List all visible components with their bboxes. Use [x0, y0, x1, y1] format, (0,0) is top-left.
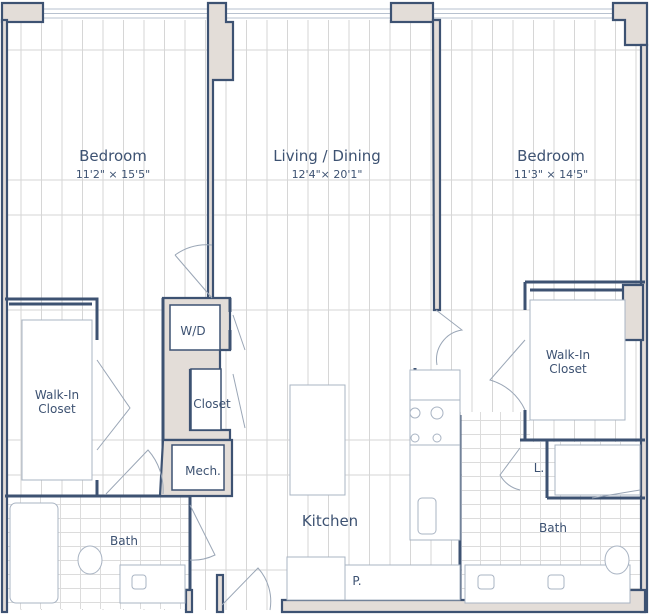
vanity-left [119, 564, 186, 604]
walkin-right-line2: Closet [549, 362, 587, 376]
refrigerator [286, 556, 346, 601]
wd-label: W/D [180, 324, 205, 338]
bath-right-label: Bath [539, 521, 567, 535]
kitchen-island [289, 384, 346, 496]
pantry-label: P. [352, 574, 361, 588]
burner [430, 406, 444, 420]
burner [409, 407, 421, 419]
sink-left [131, 574, 147, 590]
bedroom-left-dims: 11'2" × 15'5" [76, 168, 150, 181]
toilet-left [77, 545, 103, 575]
bedroom-left-name: Bedroom [79, 147, 147, 165]
burner [410, 433, 420, 443]
hall-tile [460, 412, 530, 442]
walkin-left-line2: Closet [38, 402, 76, 416]
sink-right-1 [477, 574, 495, 590]
walkin-left-line1: Walk-In [35, 388, 79, 402]
fixtures [9, 299, 641, 604]
kitchen-label: Kitchen [302, 512, 358, 530]
living-dining-name: Living / Dining [273, 147, 381, 165]
closet-label: Closet [193, 397, 231, 411]
shower-right [554, 444, 641, 496]
kitchen-sink [417, 497, 437, 535]
closet-shelf-left [21, 319, 93, 481]
walkin-right-line1: Walk-In [546, 348, 590, 362]
pantry-counter [344, 564, 461, 601]
bath-left-label: Bath [110, 534, 138, 548]
windows [42, 8, 614, 19]
toilet-right [604, 545, 630, 575]
living-dining-dims: 12'4"× 20'1" [292, 168, 363, 181]
door-swings [96, 244, 641, 611]
mech-label: Mech. [185, 464, 221, 478]
sink-right-2 [547, 574, 565, 590]
bathtub-left [9, 502, 59, 604]
closet-shelf-right [529, 299, 626, 421]
linen-label: L. [534, 461, 545, 475]
bedroom-right-dims: 11'3" × 14'5" [514, 168, 588, 181]
burner [432, 433, 442, 443]
bedroom-right-name: Bedroom [517, 147, 585, 165]
